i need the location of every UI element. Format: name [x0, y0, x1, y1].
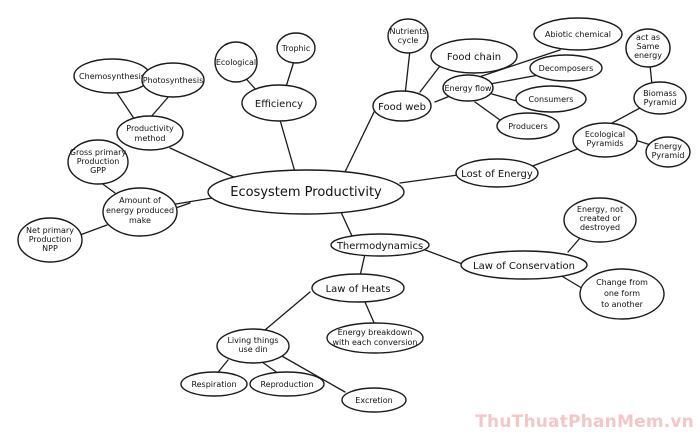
label-eco-pyramids-2: Pyramids — [586, 139, 623, 148]
node-producers: Producers — [496, 112, 560, 140]
label-producers: Producers — [508, 122, 548, 131]
node-excretion: Excretion — [341, 387, 407, 413]
label-amount-3: make — [129, 216, 151, 225]
label-energy-pyramid-1: Energy — [654, 142, 682, 151]
label-amount-2: energy produced — [106, 206, 174, 215]
node-energy-breakdown: Energy breakdown with each conversion — [326, 322, 424, 354]
node-living-things: Living things use din — [216, 328, 290, 364]
label-decomposers: Decomposers — [539, 64, 594, 73]
node-energy-flow: Energy flow — [442, 74, 494, 102]
label-gross-1: Gross primary — [70, 148, 127, 157]
node-abiotic: Abiotic chemical — [533, 17, 623, 51]
label-trophic: Trophic — [281, 44, 311, 53]
node-productivity-method: Productivity method — [116, 115, 184, 151]
node-consumers: Consumers — [515, 85, 587, 113]
watermark-text: ThuThuatPhanMem.vn — [475, 412, 694, 432]
label-net-1: Net primary — [26, 226, 74, 235]
central-node: Ecosystem Productivity — [207, 169, 405, 215]
label-living-2: use din — [238, 345, 267, 354]
node-lost-energy: Lost of Energy — [455, 158, 539, 188]
label-energy-not-2: created or — [579, 214, 621, 223]
label-excretion: Excretion — [355, 396, 392, 405]
label-efficiency: Efficiency — [255, 99, 303, 110]
label-consumers: Consumers — [529, 95, 574, 104]
label-eco-pyramids-1: Ecological — [585, 130, 625, 139]
label-law-heats: Law of Heats — [326, 284, 391, 295]
label-nutrients-cycle-2: cycle — [398, 36, 419, 45]
node-change-form: Change from one form to another — [579, 268, 665, 320]
label-biomass-1: Biomass — [643, 89, 677, 98]
node-food-web: Food web — [372, 90, 432, 122]
label-net-2: Production — [29, 235, 72, 244]
node-nutrients-cycle: Nutrients cycle — [387, 18, 429, 54]
node-net-primary: Net primary Production NPP — [17, 217, 83, 263]
label-energy-not-3: destroyed — [580, 223, 620, 232]
label-amount-1: Amount of — [119, 196, 161, 205]
label-abiotic: Abiotic chemical — [545, 30, 611, 39]
node-chemosynthesis: Chemosynthesis — [73, 58, 151, 94]
node-trophic: Trophic — [276, 32, 316, 64]
label-chemosynthesis: Chemosynthesis — [79, 72, 145, 81]
node-food-chain: Food chain — [430, 38, 518, 74]
node-ecological-eff: Ecological — [214, 41, 258, 83]
label-biomass-2: Pyramid — [644, 98, 677, 107]
node-thermodynamics: Thermodynamics — [330, 233, 430, 257]
label-change-3: to another — [601, 300, 644, 309]
label-energy-pyramid-2: Pyramid — [652, 151, 685, 160]
label-act-3: energy — [634, 51, 662, 60]
label-law-conservation: Law of Conservation — [473, 261, 575, 272]
node-biomass-pyramid: Biomass Pyramid — [633, 81, 687, 115]
label-living-1: Living things — [227, 336, 278, 345]
node-decomposers: Decomposers — [529, 54, 603, 82]
node-act-as-same: act as Same energy — [625, 28, 671, 68]
label-net-3: NPP — [42, 244, 58, 253]
label-nutrients-cycle-1: Nutrients — [390, 27, 427, 36]
node-energy-not-created: Energy, not created or destroyed — [563, 197, 637, 243]
node-ecological-pyramids: Ecological Pyramids — [572, 122, 638, 158]
node-amount-of-energy: Amount of energy produced make — [102, 187, 178, 237]
label-gross-2: Production — [77, 157, 120, 166]
label-energy-breakdown-2: with each conversion — [332, 338, 417, 347]
label-ecological-eff: Ecological — [216, 58, 256, 67]
label-photosynthesis: Photosynthesis — [143, 76, 203, 85]
node-respiration: Respiration — [180, 371, 248, 397]
label-energy-flow: Energy flow — [444, 84, 491, 93]
label-change-1: Change from — [596, 278, 648, 287]
label-act-2: Same — [637, 42, 660, 51]
node-gross-primary: Gross primary Production GPP — [67, 139, 129, 185]
label-productivity-method-1: Productivity — [126, 124, 174, 133]
node-reproduction: Reproduction — [249, 371, 325, 397]
label-productivity-method-2: method — [135, 134, 166, 143]
label-energy-breakdown-1: Energy breakdown — [338, 328, 413, 337]
node-efficiency: Efficiency — [241, 84, 317, 122]
label-energy-not-1: Energy, not — [577, 205, 623, 214]
label-respiration: Respiration — [191, 380, 236, 389]
label-food-chain: Food chain — [447, 52, 501, 63]
label-lost-energy: Lost of Energy — [461, 169, 533, 180]
label-reproduction: Reproduction — [260, 380, 313, 389]
node-energy-pyramid: Energy Pyramid — [645, 136, 691, 168]
label-act-1: act as — [636, 33, 660, 42]
node-law-conservation: Law of Conservation — [460, 250, 588, 280]
label-change-2: one form — [604, 289, 640, 298]
node-photosynthesis: Photosynthesis — [141, 62, 205, 98]
node-law-heats: Law of Heats — [311, 273, 405, 303]
label-gross-3: GPP — [90, 166, 106, 175]
central-label: Ecosystem Productivity — [230, 185, 382, 200]
label-thermodynamics: Thermodynamics — [336, 241, 423, 252]
label-food-web: Food web — [378, 102, 426, 113]
